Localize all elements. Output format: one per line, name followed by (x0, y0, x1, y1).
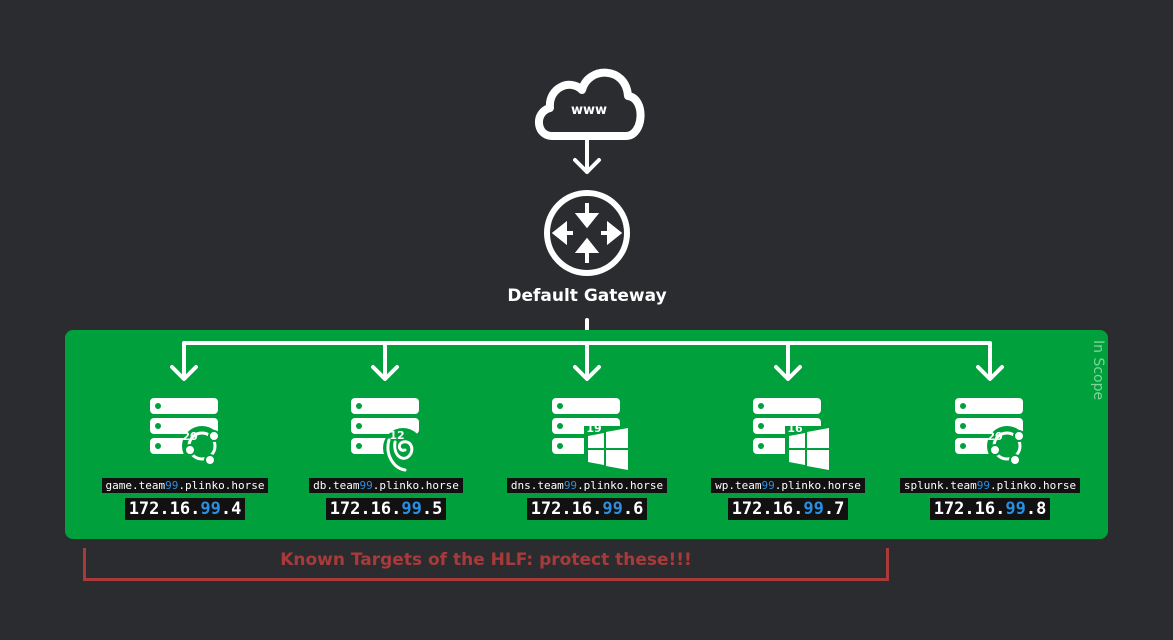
ip-address: 172.16.99.8 (929, 498, 1051, 520)
hostname-label: game.team99.plinko.horse (101, 478, 269, 493)
os-version: 19 (586, 422, 601, 435)
windows-server-icon: 19 (552, 398, 630, 472)
gateway-label: Default Gateway (507, 286, 667, 306)
server-game: 20 game.team99.plinko.horse 172.16.99.4 (85, 392, 285, 520)
server-db: 12 db.team99.plinko.horse 172.16.99.5 (286, 392, 486, 520)
hostname-label: db.team99.plinko.horse (309, 478, 463, 493)
ubuntu-server-icon: 20 (150, 398, 222, 466)
ip-address: 172.16.99.6 (526, 498, 648, 520)
os-version: 12 (389, 429, 404, 442)
os-version: 20 (182, 430, 198, 443)
hostname-label: dns.team99.plinko.horse (506, 478, 668, 493)
targets-annotation: Known Targets of the HLF: protect these!… (280, 550, 692, 570)
hostname-label: wp.team99.plinko.horse (711, 478, 865, 493)
windows-server-icon: 16 (753, 398, 831, 472)
ubuntu-server-icon: 20 (955, 398, 1027, 466)
server-splunk: 20 splunk.team99.plinko.horse 172.16.99.… (890, 392, 1090, 520)
server-wp: 16 wp.team99.plinko.horse 172.16.99.7 (688, 392, 888, 520)
in-scope-label: In Scope (1090, 340, 1106, 401)
targets-bracket (83, 548, 889, 581)
router-icon (544, 190, 630, 276)
os-version: 20 (987, 430, 1003, 443)
cloud-icon: www (535, 68, 645, 140)
ip-address: 172.16.99.5 (325, 498, 447, 520)
os-version: 16 (787, 422, 803, 435)
ip-address: 172.16.99.4 (124, 498, 246, 520)
server-dns: 19 dns.team99.plinko.horse 172.16.99.6 (487, 392, 687, 520)
hostname-label: splunk.team99.plinko.horse (899, 478, 1081, 493)
debian-server-icon: 12 (351, 398, 423, 472)
www-label: www (571, 103, 607, 118)
ip-address: 172.16.99.7 (727, 498, 849, 520)
